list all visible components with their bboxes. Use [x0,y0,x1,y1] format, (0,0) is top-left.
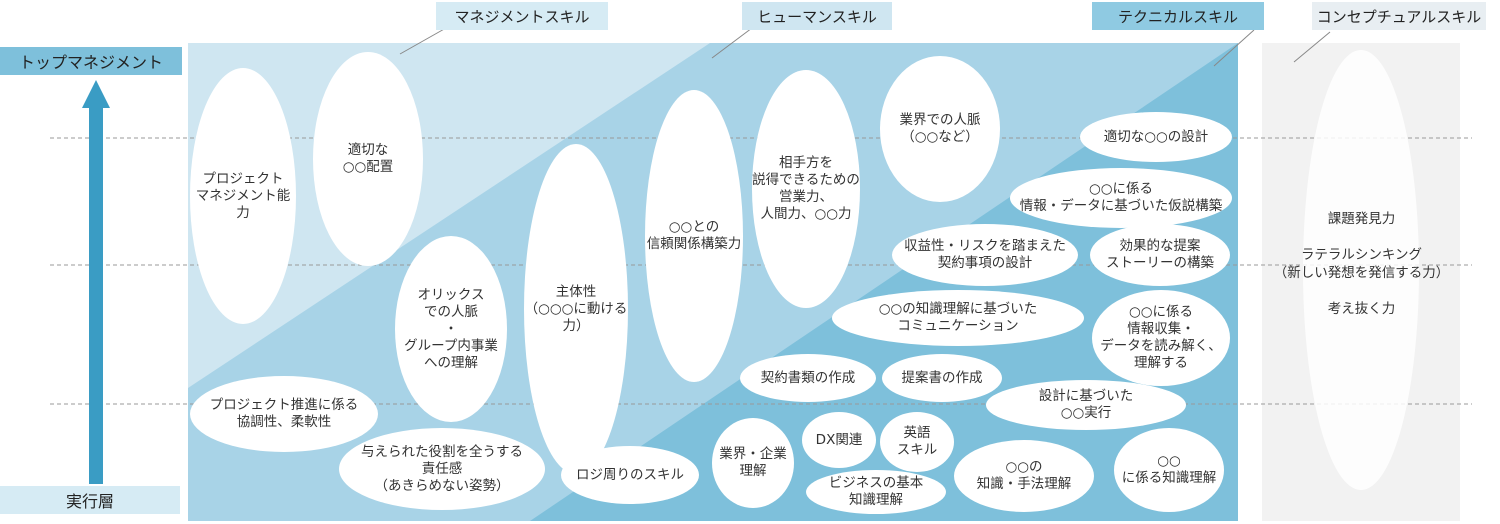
category-conceptual: コンセプチュアルスキル [1312,2,1486,30]
category-human: ヒューマンスキル [742,2,892,30]
level-arrow-shaft [89,106,103,484]
oval-persuasion: 相手方を 説得できるための 営業力、 人間力、○○力 [752,70,860,308]
oval-execution: 設計に基づいた ○○実行 [986,380,1186,430]
execution-level-label: 実行層 [0,486,180,514]
oval-contract-design: 収益性・リスクを踏まえた 契約事項の設計 [892,224,1078,286]
oval-knowledge-communication: ○○の知識理解に基づいた コミュニケーション [832,290,1084,346]
conceptual-oval [1303,50,1419,490]
connector-conceptual [1293,31,1331,63]
oval-contract-docs: 契約書類の作成 [740,354,876,402]
concept-problem-finding: 課題発見力 [1327,211,1396,227]
oval-proactivity: 主体性 （○○○に動ける力） [524,144,628,474]
oval-english: 英語 スキル [880,412,954,472]
oval-appropriate-design: 適切な○○の設計 [1080,112,1232,162]
oval-project-coordination: プロジェクト推進に係る 協調性、柔軟性 [190,376,378,452]
oval-dx: DX関連 [802,412,876,468]
connector-management [399,27,447,55]
oval-data-reading: ○○に係る 情報収集・ データを読み解く、 理解する [1092,290,1230,386]
oval-proposal-docs: 提案書の作成 [882,354,1002,402]
category-management: マネジメントスキル [436,2,608,30]
concept-thinking-through: 考え抜く力 [1327,301,1396,317]
oval-project-management: プロジェクト マネジメント能力 [190,68,296,324]
oval-responsibility: 与えられた役割を全うする 責任感 （あきらめない姿勢） [339,428,545,510]
oval-related-knowledge: ○○ に係る知識理解 [1114,428,1224,512]
oval-business-basics: ビジネスの基本 知識理解 [806,470,946,514]
oval-industry-understanding: 業界・企業 理解 [712,418,794,508]
connector-human [711,27,753,59]
top-management-label: トップマネジメント [0,47,182,75]
oval-hypothesis: ○○に係る 情報・データに基づいた仮説構築 [1010,168,1232,228]
oval-story: 効果的な提案 ストーリーの構築 [1090,224,1230,286]
concept-lateral-thinking: ラテラルシンキング [1300,247,1423,263]
oval-appropriate-assignment: 適切な ○○配置 [313,52,423,266]
oval-logistics: ロジ周りのスキル [561,446,699,504]
category-technical: テクニカルスキル [1092,2,1264,30]
concept-lateral-thinking-note: （新しい発想を発信する力） [1273,265,1450,281]
oval-orix-network: オリックス での人脈 ・ グループ内事業 への理解 [395,236,507,422]
oval-trust-building: ○○との 信頼関係構築力 [645,90,743,382]
connector-technical [1213,29,1255,67]
oval-industry-network: 業界での人脈 （○○など） [880,56,1000,202]
conceptual-text: 課題発見力 ラテラルシンキング （新しい発想を発信する力） 考え抜く力 [1263,210,1460,318]
oval-methods: ○○の 知識・手法理解 [954,440,1094,512]
level-arrow-head [82,80,110,108]
